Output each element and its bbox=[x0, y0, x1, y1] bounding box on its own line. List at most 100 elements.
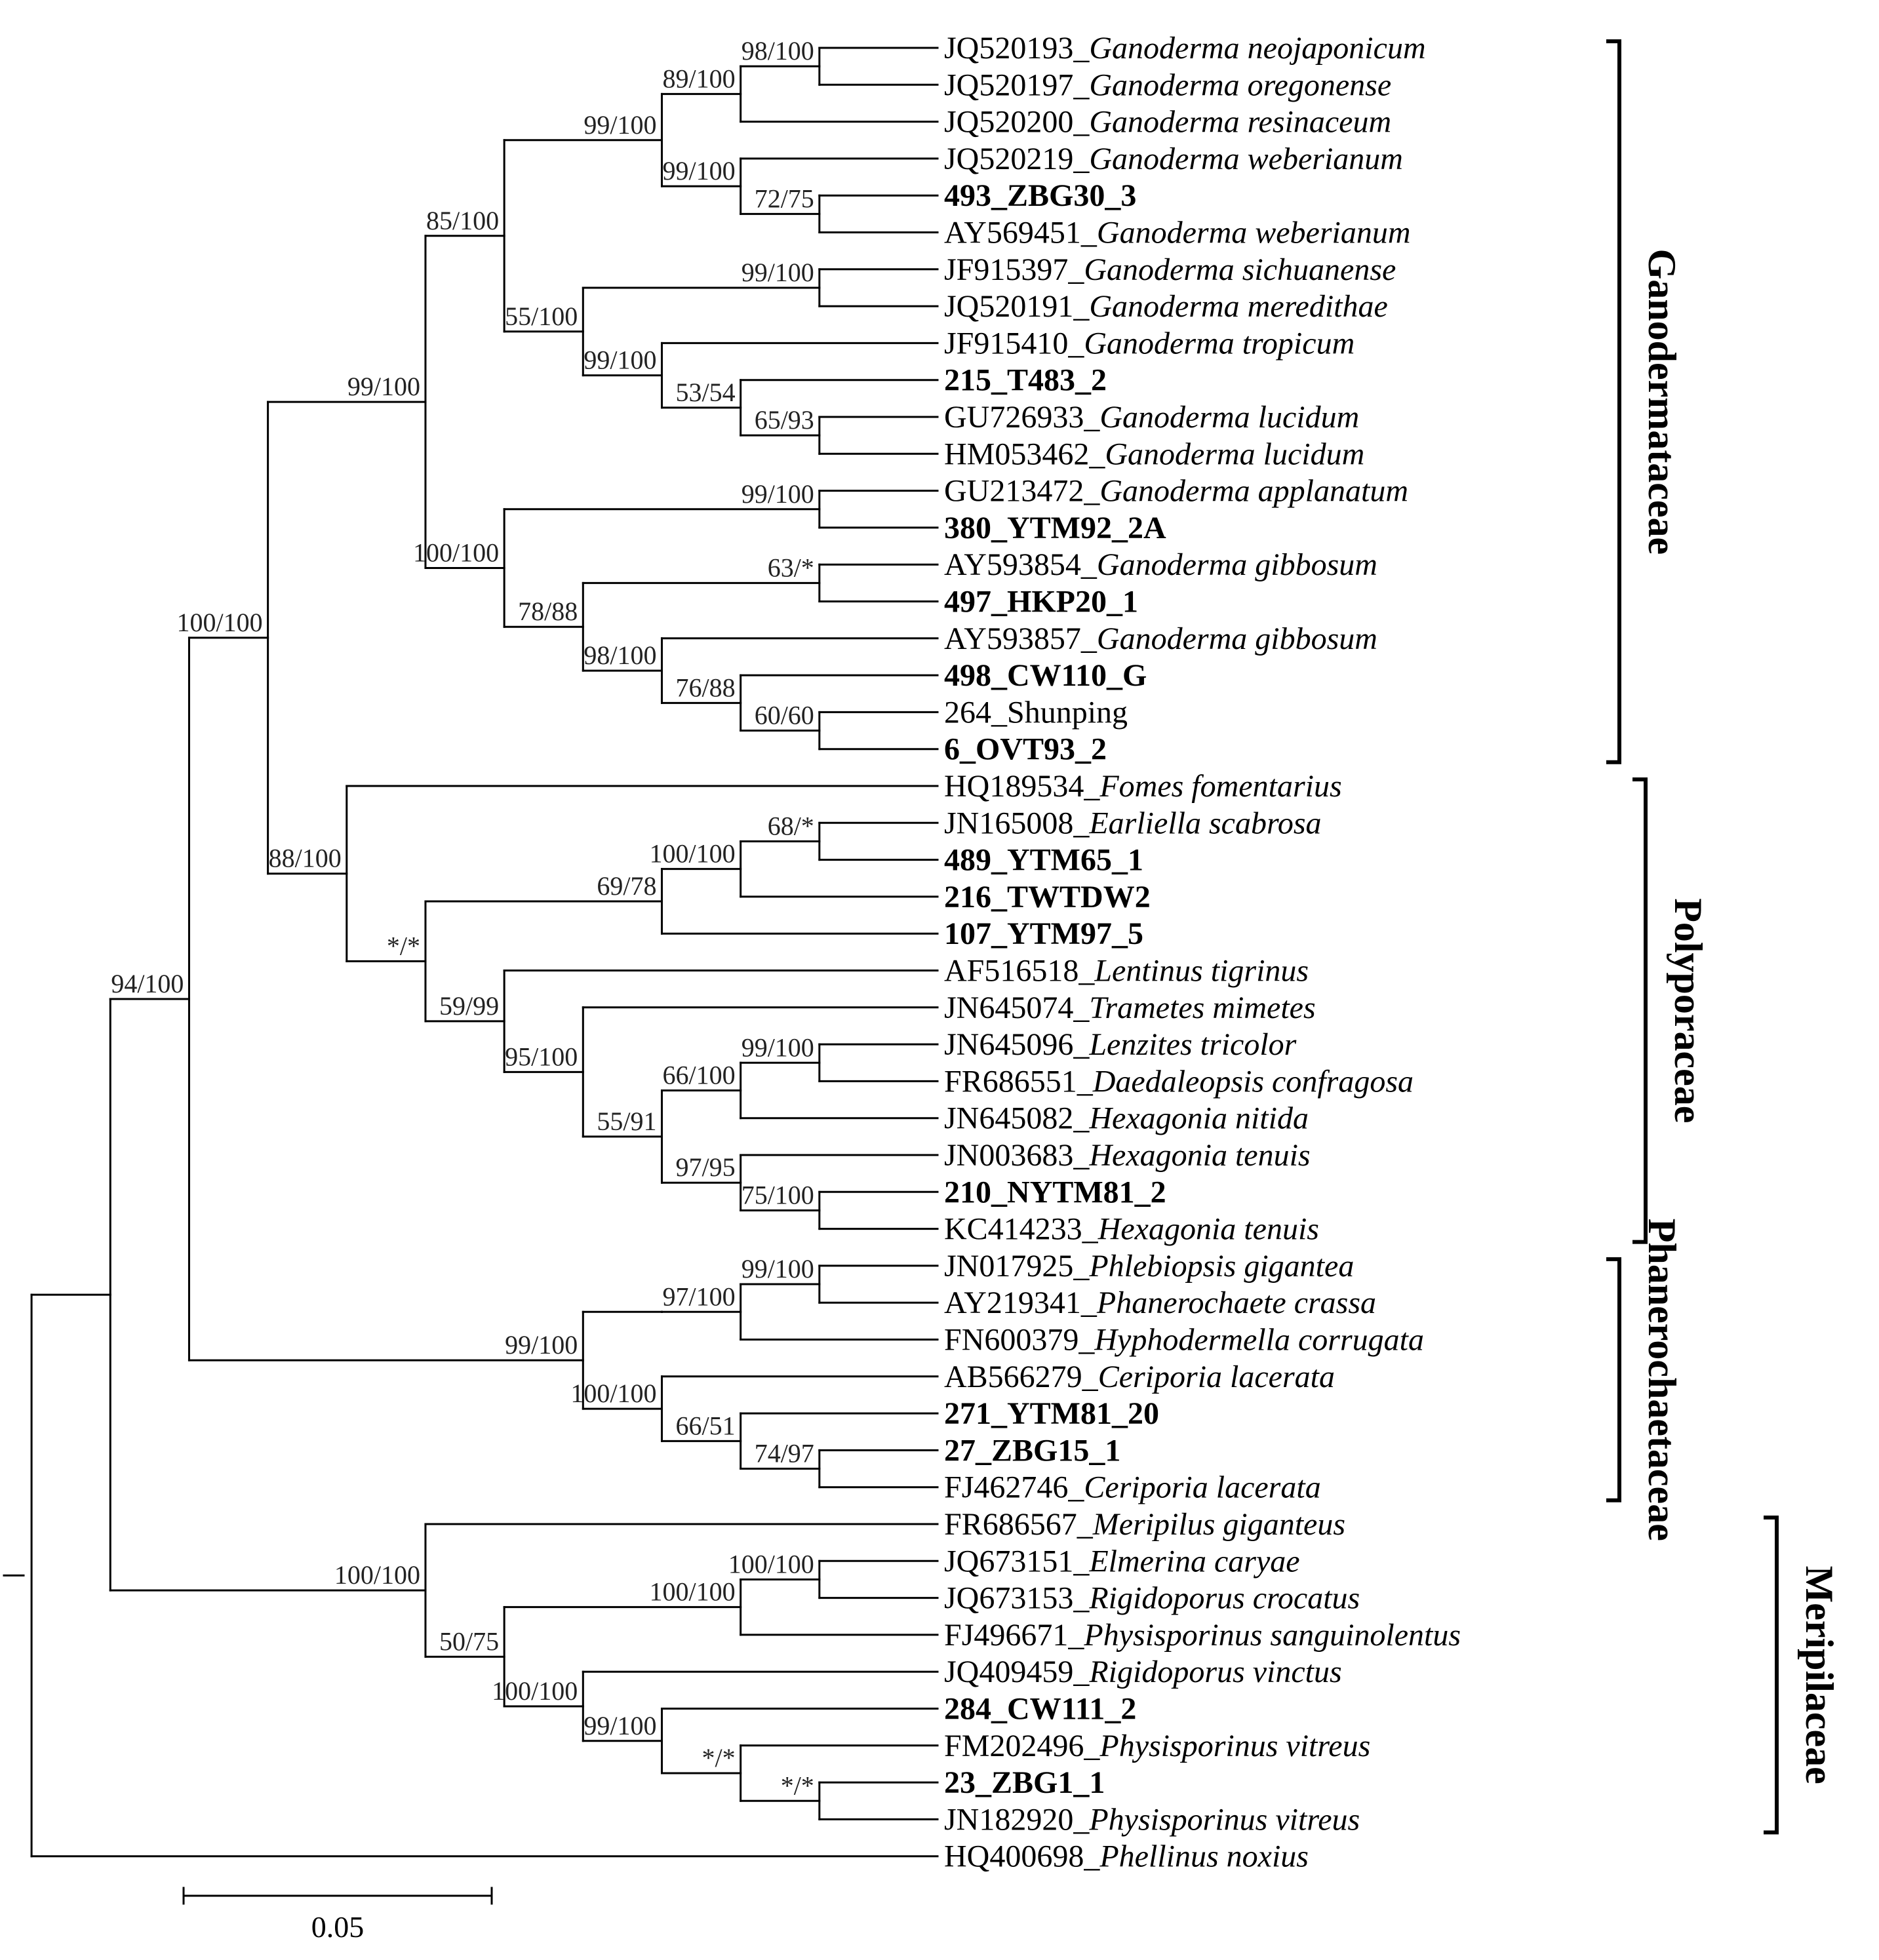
taxon-labels: JQ520193_Ganoderma neojaponicumJQ520197_… bbox=[944, 31, 1461, 1874]
bootstrap-support: 89/100 bbox=[663, 64, 736, 93]
species-name: Hexagonia tenuis bbox=[1088, 1138, 1310, 1173]
accession-id: JQ520219_ bbox=[944, 142, 1090, 176]
species-name: Ganoderma weberianum bbox=[1089, 142, 1403, 176]
accession-id: JN645096_ bbox=[944, 1027, 1090, 1062]
bootstrap-support: 74/97 bbox=[755, 1439, 814, 1468]
bootstrap-support: 66/51 bbox=[676, 1411, 736, 1440]
species-name: Ganoderma weberianum bbox=[1097, 216, 1411, 250]
species-name: Earliella scabrosa bbox=[1088, 806, 1321, 840]
accession-id: AY569451_ bbox=[944, 216, 1098, 250]
bootstrap-support: 69/78 bbox=[597, 871, 656, 901]
accession-id: 284_CW111_2 bbox=[944, 1692, 1136, 1727]
species-name: Hexagonia nitida bbox=[1088, 1101, 1309, 1136]
taxon-label: HQ400698_Phellinus noxius bbox=[944, 1839, 1309, 1874]
bootstrap-support: 100/100 bbox=[334, 1560, 420, 1590]
accession-id: 493_ZBG30_3 bbox=[944, 178, 1136, 213]
bootstrap-support: 100/100 bbox=[413, 538, 499, 567]
taxon-label: 493_ZBG30_3 bbox=[944, 178, 1136, 213]
species-name: Lenzites tricolor bbox=[1088, 1027, 1296, 1062]
taxon-label: JN017925_Phlebiopsis gigantea bbox=[944, 1249, 1354, 1284]
bootstrap-support: 98/100 bbox=[583, 640, 656, 670]
taxon-label: 215_T483_2 bbox=[944, 363, 1107, 398]
bootstrap-support: 68/* bbox=[768, 811, 814, 840]
species-name: Ganoderma lucidum bbox=[1099, 400, 1359, 435]
bootstrap-support: 99/100 bbox=[583, 345, 656, 375]
bootstrap-support: 66/100 bbox=[663, 1060, 736, 1089]
accession-id: KC414233_ bbox=[944, 1212, 1099, 1247]
taxon-label: JN165008_Earliella scabrosa bbox=[944, 806, 1322, 840]
accession-id: 498_CW110_G bbox=[944, 658, 1147, 693]
accession-id: AY219341_ bbox=[944, 1285, 1098, 1320]
species-name: Phellinus noxius bbox=[1099, 1839, 1309, 1874]
species-name: Physisporinus vitreus bbox=[1099, 1729, 1370, 1763]
species-name: Ganoderma gibbosum bbox=[1097, 547, 1377, 582]
species-name: Ganoderma gibbosum bbox=[1097, 621, 1377, 656]
accession-id: 6_OVT93_2 bbox=[944, 732, 1107, 767]
bootstrap-support: 85/100 bbox=[426, 206, 499, 235]
taxon-label: JQ673151_Elmerina caryae bbox=[944, 1544, 1300, 1578]
accession-id: JN017925_ bbox=[944, 1249, 1090, 1284]
accession-id: FJ462746_ bbox=[944, 1470, 1084, 1505]
bootstrap-support: 100/100 bbox=[492, 1676, 578, 1706]
taxon-label: 6_OVT93_2 bbox=[944, 732, 1107, 767]
taxon-label: 489_YTM65_1 bbox=[944, 843, 1143, 878]
family-label: Ganodermataceae bbox=[1640, 249, 1684, 555]
bootstrap-support: 99/100 bbox=[583, 1711, 656, 1740]
bootstrap-support: 99/100 bbox=[742, 258, 814, 287]
taxon-label: KC414233_Hexagonia tenuis bbox=[944, 1212, 1319, 1247]
bootstrap-support: 100/100 bbox=[728, 1549, 814, 1578]
taxon-label: JQ520200_Ganoderma resinaceum bbox=[944, 105, 1391, 140]
family-bracket bbox=[1606, 1257, 1621, 1502]
taxon-label: HQ189534_Fomes fomentarius bbox=[944, 769, 1342, 804]
accession-id: 23_ZBG1_1 bbox=[944, 1765, 1105, 1800]
family-bracket bbox=[1632, 777, 1648, 1244]
species-name: Ganoderma neojaponicum bbox=[1089, 31, 1425, 66]
family-label: Meripilaceae bbox=[1798, 1566, 1841, 1784]
accession-id: HM053462_ bbox=[944, 437, 1105, 471]
bootstrap-support: 100/100 bbox=[650, 1577, 736, 1607]
species-name: Ganoderma meredithae bbox=[1089, 289, 1387, 324]
accession-id: AB566279_ bbox=[944, 1360, 1099, 1394]
accession-id: GU213472_ bbox=[944, 474, 1100, 509]
accession-id: JQ520193_ bbox=[944, 31, 1090, 66]
bootstrap-support: 63/* bbox=[768, 553, 814, 582]
taxon-label: JQ409459_Rigidoporus vinctus bbox=[944, 1655, 1342, 1689]
accession-id: FJ496671_ bbox=[944, 1618, 1084, 1653]
bootstrap-support: 75/100 bbox=[742, 1180, 814, 1209]
taxon-label: FM202496_Physisporinus vitreus bbox=[944, 1729, 1370, 1763]
accession-id: JQ520191_ bbox=[944, 289, 1090, 324]
bootstrap-support: 94/100 bbox=[111, 969, 184, 998]
species-name: Phlebiopsis gigantea bbox=[1088, 1249, 1354, 1284]
species-name: Ganoderma resinaceum bbox=[1089, 105, 1391, 140]
accession-id: FR686567_ bbox=[944, 1507, 1094, 1542]
accession-id: 107_YTM97_5 bbox=[944, 916, 1143, 951]
species-name: Ceriporia lacerata bbox=[1098, 1360, 1335, 1394]
accession-id: 264_Shunping bbox=[944, 695, 1128, 730]
taxon-label: 216_TWTDW2 bbox=[944, 880, 1151, 914]
accession-id: AF516518_ bbox=[944, 954, 1095, 989]
accession-id: GU726933_ bbox=[944, 400, 1100, 435]
family-label: Phanerochaetaceae bbox=[1640, 1219, 1684, 1541]
bootstrap-support: 99/100 bbox=[742, 1254, 814, 1284]
taxon-label: AY593857_Ganoderma gibbosum bbox=[944, 621, 1377, 656]
accession-id: JN645082_ bbox=[944, 1101, 1090, 1136]
species-name: Ceriporia lacerata bbox=[1084, 1470, 1320, 1505]
accession-id: JF915397_ bbox=[944, 252, 1084, 287]
accession-id: JQ409459_ bbox=[944, 1655, 1090, 1689]
accession-id: JQ673151_ bbox=[944, 1544, 1090, 1578]
taxon-label: JQ673153_Rigidoporus crocatus bbox=[944, 1581, 1360, 1616]
taxon-label: GU213472_Ganoderma applanatum bbox=[944, 474, 1408, 509]
accession-id: 210_NYTM81_2 bbox=[944, 1175, 1166, 1209]
accession-id: 497_HKP20_1 bbox=[944, 585, 1138, 619]
taxon-label: 210_NYTM81_2 bbox=[944, 1175, 1166, 1209]
bootstrap-support: 100/100 bbox=[176, 608, 262, 637]
bootstrap-support: */* bbox=[781, 1771, 814, 1800]
taxon-label: 380_YTM92_2A bbox=[944, 511, 1166, 545]
taxon-label: 27_ZBG15_1 bbox=[944, 1433, 1120, 1468]
species-name: Rigidoporus crocatus bbox=[1088, 1581, 1360, 1616]
bootstrap-support: 99/100 bbox=[583, 110, 656, 140]
taxon-label: FJ496671_Physisporinus sanguinolentus bbox=[944, 1618, 1461, 1653]
taxon-label: JQ520219_Ganoderma weberianum bbox=[944, 142, 1403, 176]
species-name: Hexagonia tenuis bbox=[1098, 1212, 1319, 1247]
bootstrap-support: 65/93 bbox=[755, 405, 814, 435]
